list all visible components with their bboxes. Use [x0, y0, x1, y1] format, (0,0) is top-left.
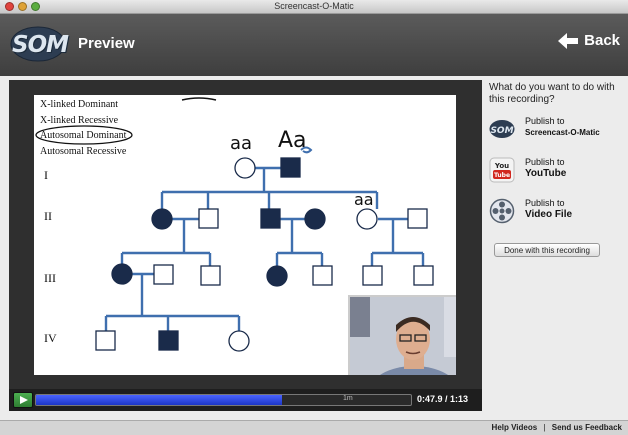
logo-text: SOM: [12, 32, 69, 58]
app-header: SOM Preview Back: [0, 14, 628, 76]
film-reel-icon: [489, 198, 515, 224]
publish-line1: Publish to: [525, 198, 565, 208]
playback-time: 0:47.9 / 1:13: [416, 394, 468, 404]
close-window-button[interactable]: [5, 2, 14, 11]
publish-line1: Publish to: [525, 157, 565, 167]
back-label: Back: [584, 32, 620, 49]
back-button[interactable]: Back: [558, 32, 620, 49]
annotation-aa-2: aa: [354, 190, 374, 209]
publish-prompt: What do you want to do with this recordi…: [489, 82, 615, 105]
player-controls: 1m 0:47.9 / 1:13: [9, 389, 482, 411]
publish-target-video-file: Video File: [525, 209, 573, 220]
whiteboard-frame: X-linked Dominant X-linked Recessive Aut…: [34, 95, 456, 375]
presenter-video: [350, 297, 456, 375]
done-button[interactable]: Done with this recording: [494, 243, 600, 257]
publish-line1: Publish to: [525, 116, 565, 126]
status-footer: Help Videos | Send us Feedback: [0, 420, 628, 435]
window-titlebar: Screencast-O-Matic: [0, 0, 628, 14]
som-logo: SOM: [10, 25, 69, 63]
inheritance-type-3: Autosomal Dominant: [40, 130, 127, 141]
minimize-window-button[interactable]: [18, 2, 27, 11]
publish-panel: What do you want to do with this recordi…: [489, 82, 624, 257]
send-feedback-link[interactable]: Send us Feedback: [551, 423, 622, 432]
youtube-icon: You Tube: [489, 157, 515, 183]
seek-bar-progress: [36, 395, 282, 405]
generation-label-2: II: [44, 209, 52, 223]
footer-separator: |: [543, 423, 546, 432]
seek-bar-marker: 1m: [343, 395, 353, 402]
seek-bar[interactable]: 1m: [35, 394, 412, 406]
annotation-aa-1: aa: [230, 133, 253, 154]
inheritance-type-2: X-linked Recessive: [40, 115, 119, 126]
zoom-window-button[interactable]: [31, 2, 40, 11]
svg-text:You: You: [494, 162, 509, 170]
publish-youtube-button[interactable]: You Tube Publish to YouTube: [489, 157, 566, 183]
publish-video-file-button[interactable]: Publish to Video File: [489, 198, 572, 224]
inheritance-type-1: X-linked Dominant: [40, 99, 119, 110]
window-title: Screencast-O-Matic: [274, 1, 354, 11]
generation-label-4: IV: [44, 331, 57, 345]
svg-text:Tube: Tube: [494, 172, 510, 179]
publish-screencast-o-matic-button[interactable]: SOM Publish to Screencast-O-Matic: [489, 116, 600, 142]
page-title: Preview: [78, 35, 135, 52]
arrow-left-icon: [558, 32, 579, 49]
inheritance-type-4: Autosomal Recessive: [40, 146, 127, 157]
pedigree-chart: [35, 97, 434, 352]
play-icon: [20, 396, 28, 404]
webcam-overlay: [348, 295, 456, 375]
generation-label-3: III: [44, 271, 56, 285]
help-videos-link[interactable]: Help Videos: [491, 423, 538, 432]
generation-label-1: I: [44, 168, 48, 182]
play-button[interactable]: [13, 392, 33, 408]
publish-target-som: Screencast-O-Matic: [525, 128, 600, 137]
video-preview[interactable]: X-linked Dominant X-linked Recessive Aut…: [9, 80, 482, 411]
publish-target-youtube: YouTube: [525, 168, 567, 179]
svg-text:SOM: SOM: [490, 126, 513, 136]
som-icon: SOM: [489, 120, 515, 138]
annotation-Aa: Aa: [278, 128, 307, 153]
